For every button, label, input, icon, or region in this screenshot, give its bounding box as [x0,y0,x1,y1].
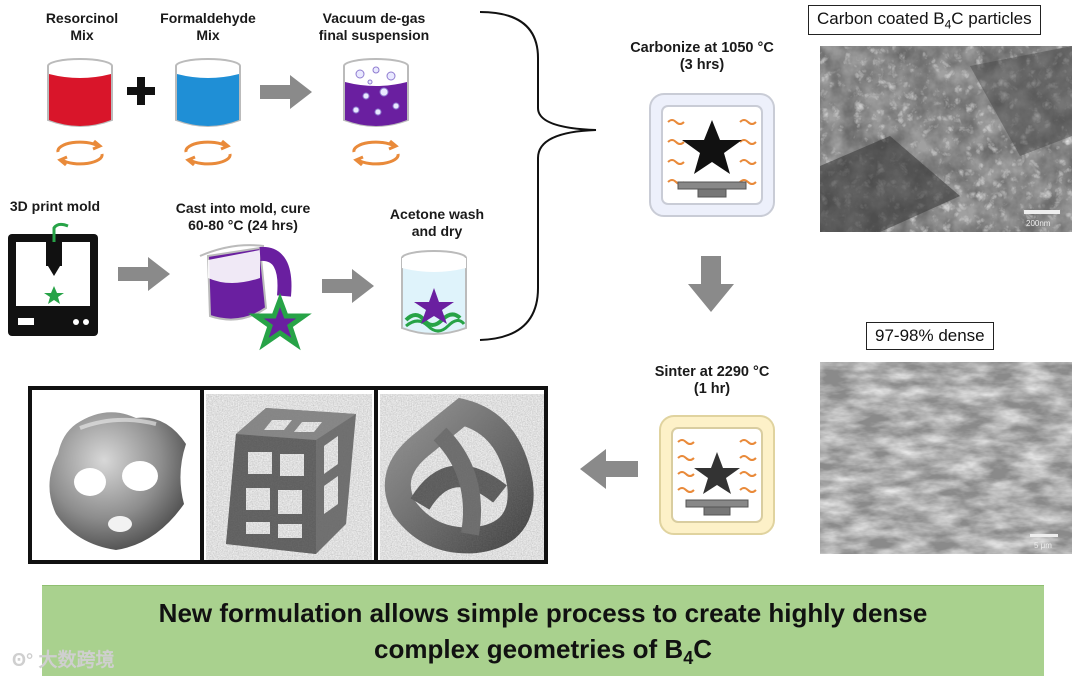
degas-label: Vacuum de-gas final suspension [318,10,430,43]
formaldehyde-beaker [175,58,241,167]
print-mold-label: 3D print mold [9,198,101,214]
blue-liquid [177,74,239,126]
arrow-left-icon [580,449,638,489]
arrow-right-icon [118,257,170,291]
resorcinol-beaker [47,58,113,167]
cast-label: Cast into mold, cure 60-80 °C (24 hrs) [175,200,311,233]
brace [479,11,597,341]
acetone-label: Acetone wash and dry [389,206,485,239]
green-swirl [404,312,462,327]
resorcinol-label: Resorcinol Mix [45,10,119,43]
bubbles [352,66,400,116]
carbon-coated-label: Carbon coated B4C particles [808,5,1041,36]
heat-waves [677,439,757,493]
carbon-coated-micrograph: 200nm [820,46,1072,232]
3d-printer-icon [8,222,98,336]
conclusion-banner: New formulation allows simple process to… [42,585,1044,676]
black-star [682,120,742,174]
lattice-cube-photo [206,394,372,560]
cast-mold-icon [199,244,312,351]
watermark-logo-icon: ʘ° [12,650,34,670]
degas-beaker [343,58,409,167]
trefoil-knot-photo [380,394,544,560]
gyroid-part-photo [49,412,186,550]
carbonize-label: Carbonize at 1050 °C (3 hrs) [630,40,774,73]
rotate-icon [184,139,232,167]
carbonize-furnace-icon [649,93,775,217]
banner-line-2: complex geometries of B4C [374,634,712,669]
arrow-right-icon [322,269,374,303]
arrow-down-icon [688,256,734,312]
heat-waves [667,119,757,185]
watermark: ʘ° 大数跨境 [12,650,115,671]
dense-label: 97-98% dense [866,322,994,350]
green-star [44,286,64,304]
sinter-label: Sinter at 2290 °C (1 hr) [654,364,770,397]
dense-micrograph: 5 μm [820,362,1072,554]
acetone-beaker [401,250,467,335]
formaldehyde-label: Formaldehyde Mix [160,10,256,43]
scale-bar-top: 200nm [1026,219,1051,228]
purple-star [414,288,454,324]
scale-bar-bottom: 5 μm [1034,541,1052,550]
rotate-icon [56,139,104,167]
purple-liquid [345,82,407,126]
plus-icon [127,77,155,105]
parts-photo-strip [28,386,548,564]
banner-line-1: New formulation allows simple process to… [158,598,928,628]
rotate-icon [352,139,400,167]
arrow-right-icon [260,75,312,109]
sinter-furnace-icon [659,415,775,535]
mold-star [248,292,312,351]
red-liquid [49,74,111,126]
dark-star [694,452,740,494]
